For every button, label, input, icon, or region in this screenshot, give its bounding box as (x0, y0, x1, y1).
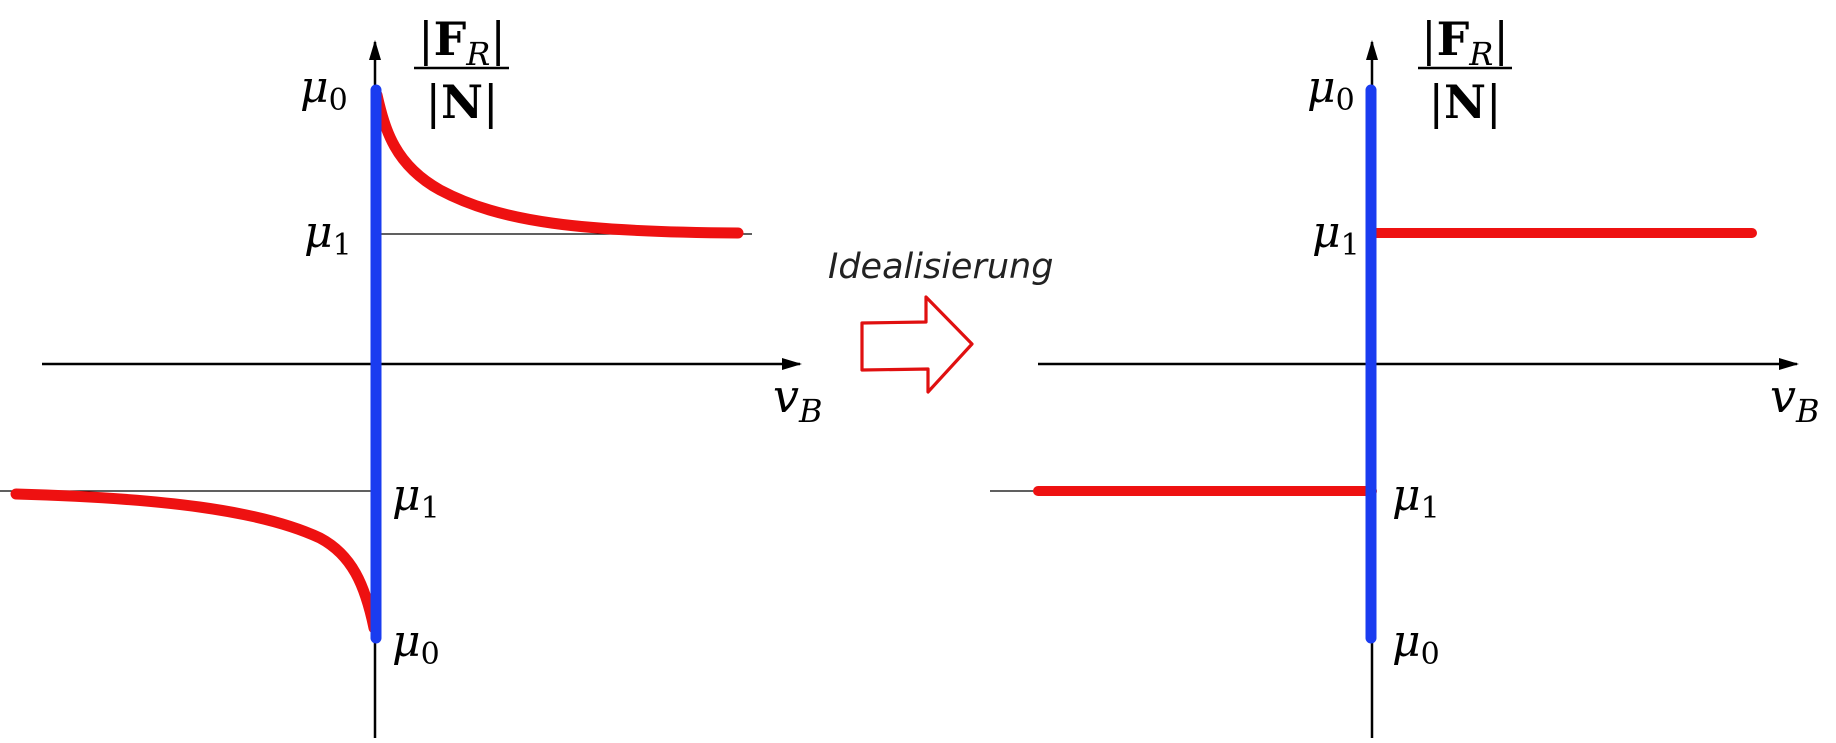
left-kinetic-curve-positive (371, 89, 744, 239)
idealization-transition: Idealisierung (828, 247, 1053, 394)
left-mu1-bottom-label: μ1 (392, 470, 440, 526)
right-mu0-bottom-label: μ0 (1392, 616, 1440, 672)
svg-text:|FR|: |FR| (1421, 12, 1509, 73)
right-y-axis-label: |FR| |N| (1418, 12, 1512, 129)
left-mu1-top-label: μ1 (304, 207, 352, 263)
left-kinetic-curve-negative (10, 488, 380, 634)
right-panel: |FR| |N| μ0 μ1 μ1 μ0 vB (990, 12, 1820, 738)
left-mu0-top-label: μ0 (300, 62, 348, 118)
svg-text:|FR|: |FR| (418, 12, 506, 73)
left-mu0-bottom-label: μ0 (392, 616, 440, 672)
idealisierung-label: Idealisierung (828, 247, 1053, 287)
svg-text:|N|: |N| (425, 75, 498, 129)
right-mu0-top-label: μ0 (1307, 62, 1355, 118)
svg-text:|N|: |N| (1428, 75, 1501, 129)
left-x-axis-label: vB (773, 369, 823, 430)
right-mu1-bottom-label: μ1 (1392, 470, 1440, 526)
right-mu1-top-label: μ1 (1312, 207, 1360, 263)
right-x-axis-label: vB (1770, 369, 1820, 430)
left-panel: |FR| |N| μ0 μ1 μ1 μ0 vB (0, 12, 823, 738)
idealization-arrow-icon (860, 295, 974, 394)
left-y-axis-label: |FR| |N| (414, 12, 509, 129)
